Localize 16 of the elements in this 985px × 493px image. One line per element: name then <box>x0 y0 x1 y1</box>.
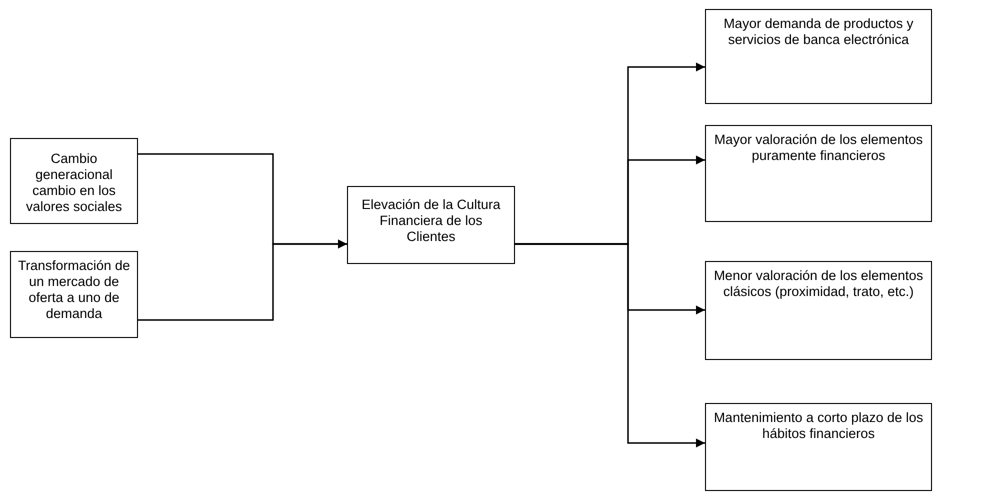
process-box <box>705 9 932 104</box>
connector-arrow <box>515 243 705 448</box>
box-text: Cambio generacional cambio en los valores sociales <box>24 151 124 215</box>
process-box <box>705 261 932 360</box>
connector-arrow <box>138 240 347 321</box>
box-text: Mayor valoración de los elementos puramente financieros <box>713 132 924 164</box>
process-box <box>347 186 515 264</box>
process-box <box>705 403 932 491</box>
box-text: Menor valoración de los elementos clásicos (proximidad, trato, etc.) <box>712 268 924 300</box>
box-text: Mantenimiento a corto plazo de los hábitos financieros <box>712 410 924 442</box>
process-box <box>705 125 932 222</box>
box-text: Mayor demanda de productos y servicios de banca electrónica <box>722 16 914 48</box>
box-text: Elevación de la Cultura Financiera de los Clientes <box>360 197 502 245</box>
process-box <box>10 138 138 224</box>
process-box <box>10 251 138 338</box>
box-text: Transformación de un mercado de oferta a uno de demanda <box>17 258 131 322</box>
